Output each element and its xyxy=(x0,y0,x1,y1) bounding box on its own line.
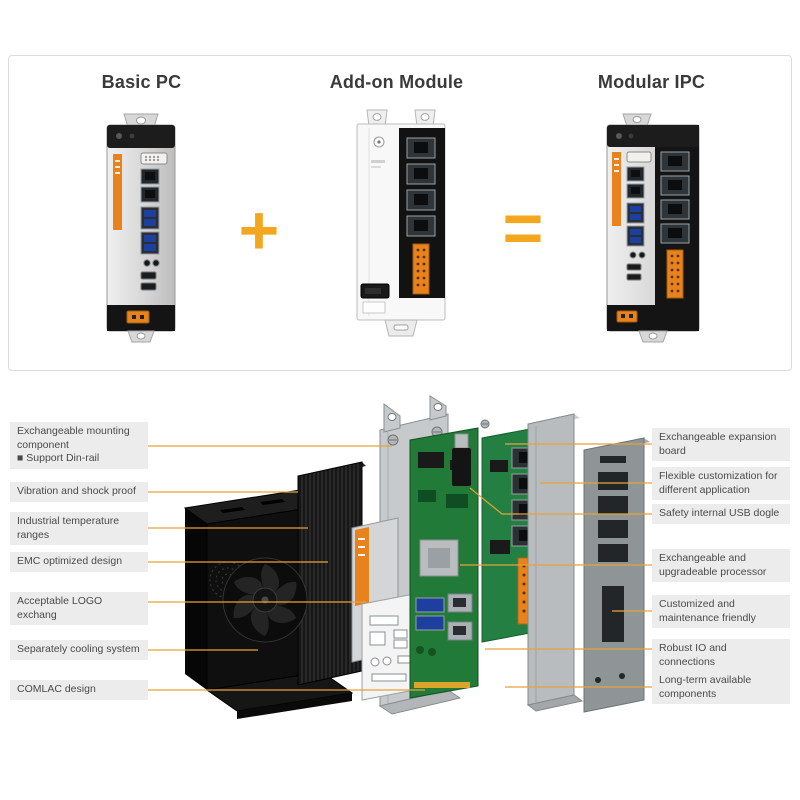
feature-label-text: Acceptable LOGO exchang xyxy=(17,595,103,621)
feature-label-usb-dongle: Safety internal USB dogle xyxy=(652,504,790,524)
addon-module-device xyxy=(356,109,446,337)
feature-label-customization: Flexible customization for different app… xyxy=(652,467,790,501)
audio-jack-icon xyxy=(638,251,646,259)
exploded-view-illustration xyxy=(148,395,652,719)
feature-label-text: Exchangeable expansion board xyxy=(659,431,777,457)
display-port-icon xyxy=(140,271,157,280)
display-port-icon xyxy=(626,273,642,281)
cpu-board xyxy=(409,427,479,699)
feature-label-text: Safety internal USB dogle xyxy=(659,507,780,519)
usb-ports-icon xyxy=(415,615,445,631)
usb-dongle xyxy=(452,433,471,486)
basic-pc-device xyxy=(106,113,176,343)
feature-label-cooling: Separately cooling system xyxy=(10,640,148,660)
feature-label-processor: Exchangeable and upgradeable processor xyxy=(652,549,790,583)
feature-label-logo: Acceptable LOGO exchang xyxy=(10,592,148,626)
plus-operator: + xyxy=(238,191,280,269)
leader-line xyxy=(469,487,652,515)
feature-label-text: Customized and maintenance friendly xyxy=(659,598,756,624)
modular-ipc-image xyxy=(606,113,700,343)
power-terminal-icon xyxy=(126,310,150,324)
modular-ipc-device xyxy=(606,113,700,343)
modular-ipc-title: Modular IPC xyxy=(597,72,706,92)
cooling-fan xyxy=(222,557,308,643)
exploded-components xyxy=(183,395,650,719)
display-port-icon xyxy=(140,282,157,291)
feature-label-expansion-board: Exchangeable expansion board xyxy=(652,428,790,462)
dvi-port-icon xyxy=(140,152,168,165)
basic-pc-image xyxy=(106,113,176,343)
terminal-cutout-icon xyxy=(602,586,624,642)
heatsink xyxy=(297,461,366,686)
dvi-port-icon xyxy=(626,151,652,163)
feature-label-vibration: Vibration and shock proof xyxy=(10,482,148,502)
cover-panel-outer xyxy=(583,437,650,713)
feature-label-text: Vibration and shock proof xyxy=(17,485,136,497)
feature-label-text: Exchangeable and upgradeable processor xyxy=(659,552,767,578)
terminal-block-icon xyxy=(412,243,430,295)
feature-label-maintenance: Customized and maintenance friendly xyxy=(652,595,790,629)
feature-label-text: Separately cooling system xyxy=(17,643,140,655)
feature-label-longterm: Long-term available components xyxy=(652,671,790,705)
orange-brand-strip xyxy=(113,154,122,230)
audio-jack-icon xyxy=(152,259,160,267)
ethernet-cutout-icon xyxy=(598,496,628,514)
leader-lines xyxy=(148,443,652,691)
equals-operator: = xyxy=(502,189,544,267)
product-combination-panel: Basic PC Add-on Module Modular IPC xyxy=(8,55,792,371)
orange-brand-strip xyxy=(612,152,621,226)
ethernet-cutout-icon xyxy=(598,472,628,490)
mounting-hole-icon xyxy=(136,116,146,125)
feature-label-emc: EMC optimized design xyxy=(10,552,148,572)
audio-jack-icon xyxy=(629,251,637,259)
ethernet-cutout-icon xyxy=(598,544,628,562)
feature-label-mounting: Exchangeable mounting component ■ Suppor… xyxy=(10,422,148,469)
feature-label-text: Robust IO and connections xyxy=(659,642,727,668)
feature-label-text: Exchangeable mounting component ■ Suppor… xyxy=(17,425,130,465)
ethernet-cutout-icon xyxy=(598,520,628,538)
terminal-block-icon xyxy=(666,249,684,299)
addon-module-title: Add-on Module xyxy=(329,72,464,92)
feature-label-text: EMC optimized design xyxy=(17,555,123,567)
basic-pc-title: Basic PC xyxy=(101,72,182,92)
addon-module-image xyxy=(356,109,446,337)
edge-connector-icon xyxy=(414,682,470,688)
usb-ports-icon xyxy=(415,597,445,613)
audio-jack-icon xyxy=(143,259,151,267)
feature-label-text: Industrial temperature ranges xyxy=(17,515,120,541)
feature-label-robust-io: Robust IO and connections xyxy=(652,639,790,673)
feature-label-text: Long-term available components xyxy=(659,674,752,700)
display-port-icon xyxy=(626,263,642,271)
cover-panel-inner xyxy=(526,413,584,712)
feature-label-temperature: Industrial temperature ranges xyxy=(10,512,148,546)
feature-label-text: Flexible customization for different app… xyxy=(659,470,778,496)
feature-label-comlac: COMLAC design xyxy=(10,680,148,700)
feature-label-text: COMLAC design xyxy=(17,683,96,695)
power-terminal-icon xyxy=(616,310,638,323)
